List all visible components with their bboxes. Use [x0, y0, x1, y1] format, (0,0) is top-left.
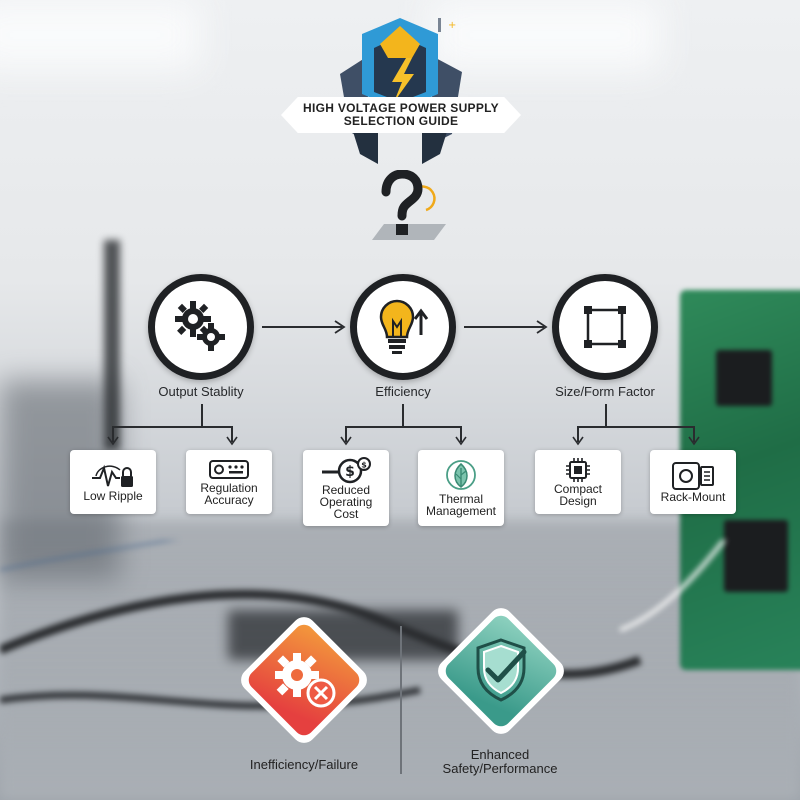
background-light — [0, 0, 200, 70]
connector-line — [605, 404, 607, 426]
connector-line — [693, 426, 695, 442]
category-circle-efficiency — [350, 274, 456, 380]
card-rack-mount: Rack-Mount — [650, 450, 736, 514]
card-label: Cost — [333, 507, 359, 521]
card-reduced-operating-cost: $ $ Reduced Operating Cost — [303, 450, 389, 526]
svg-text:$: $ — [345, 464, 355, 480]
card-label: Compact — [553, 482, 603, 496]
connector-line — [345, 426, 347, 442]
divider — [400, 626, 402, 774]
category-circle-output-stability — [148, 274, 254, 380]
card-label: Management — [425, 504, 497, 518]
card-label: Operating — [319, 495, 373, 509]
card-label: Regulation — [200, 481, 258, 495]
category-circle-size-form-factor — [552, 274, 658, 380]
arrow-head-icon — [572, 436, 584, 446]
arrow-head-icon — [688, 436, 700, 446]
connector-line — [201, 404, 203, 426]
card-label: Low Ripple — [83, 489, 143, 503]
dollar-coins-icon: $ $ — [322, 457, 371, 484]
gear-x-icon — [275, 653, 336, 708]
svg-text:+: + — [448, 20, 456, 31]
card-label: Reduced — [321, 483, 371, 497]
card-thermal-management: Thermal Management — [418, 450, 504, 526]
connector-line — [112, 426, 114, 442]
connector-line — [112, 426, 233, 428]
outcome-label-line: Inefficiency/Failure — [249, 757, 359, 772]
waveform-lock-icon — [92, 464, 133, 487]
outcome-enhanced-safety-diamond — [438, 608, 564, 734]
background-pole — [104, 240, 120, 450]
category-label-output-stability: Output Stablity — [158, 384, 244, 399]
title-banner: HIGH VOLTAGE POWER SUPPLY SELECTION GUID… — [281, 97, 521, 133]
leaf-icon — [446, 460, 476, 490]
connector-line — [577, 426, 579, 442]
title-line-1: HIGH VOLTAGE POWER SUPPLY — [303, 101, 499, 115]
connector-line — [460, 426, 462, 442]
arrow-head-icon — [107, 436, 119, 446]
category-label-efficiency: Efficiency — [375, 384, 431, 399]
rack-unit-icon — [672, 462, 714, 490]
category-label-size-form-factor: Size/Form Factor — [555, 384, 655, 399]
card-label: Rack-Mount — [660, 490, 726, 504]
gears-icon — [175, 301, 225, 351]
card-label: Accuracy — [204, 493, 254, 507]
chip-icon — [566, 458, 590, 482]
card-low-ripple: Low Ripple — [70, 450, 156, 514]
instrument-panel-icon — [209, 460, 249, 479]
connector-line — [345, 426, 462, 428]
question-mark-icon — [372, 170, 446, 240]
shield-check-icon — [476, 638, 527, 702]
outcome-inefficiency-failure-diamond — [241, 617, 367, 743]
arrow-head-icon — [536, 320, 548, 334]
outcome-label-line: Safety/Performance — [442, 761, 558, 776]
lightbulb-arrow-icon — [379, 299, 429, 354]
connector-line — [577, 426, 695, 428]
logo-lightning-bolt-icon: + — [340, 18, 462, 164]
outcome-label-inefficiency-failure: Inefficiency/Failure — [219, 758, 389, 772]
arrow-head-icon — [334, 320, 346, 334]
outcome-label-enhanced-safety-performance: Enhanced Safety/Performance — [415, 748, 585, 776]
background-light — [430, 0, 660, 70]
card-regulation-accuracy: Regulation Accuracy — [186, 450, 272, 514]
card-compact-design: Compact Design — [535, 450, 621, 514]
connector-line — [402, 404, 404, 426]
arrow-line — [464, 326, 544, 328]
svg-text:$: $ — [361, 461, 367, 470]
arrow-line — [262, 326, 342, 328]
title-line-2: SELECTION GUIDE — [343, 114, 459, 128]
connector-line — [231, 426, 233, 442]
outcome-label-line: Enhanced — [470, 747, 530, 762]
arrow-head-icon — [340, 436, 352, 446]
card-label: Design — [559, 494, 597, 508]
frame-corners-icon — [584, 306, 626, 348]
arrow-head-icon — [226, 436, 238, 446]
arrow-head-icon — [455, 436, 467, 446]
card-label: Thermal — [438, 492, 483, 506]
